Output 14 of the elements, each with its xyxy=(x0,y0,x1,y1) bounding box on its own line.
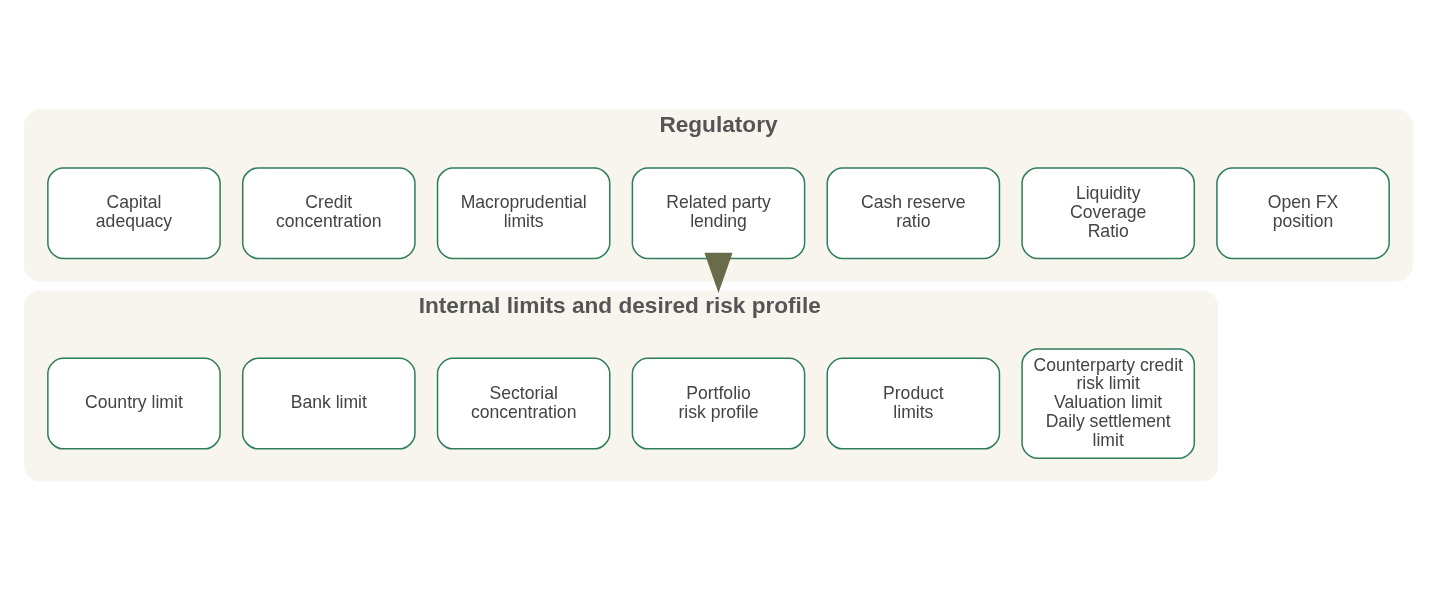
node-box: Related party lending xyxy=(631,166,806,259)
node-box: Product limits xyxy=(826,357,1001,450)
node-box: Counterparty credit risk limit Valuation limit Daily settlement limit xyxy=(1021,347,1196,459)
node-box: Sectorial concentration xyxy=(436,357,611,450)
node-box: Bank limit xyxy=(241,357,416,450)
node-box: Macroprudential limits xyxy=(436,166,611,259)
node-box: Liquidity Coverage Ratio xyxy=(1021,166,1196,259)
node-box: Cash reserve ratio xyxy=(826,166,1001,259)
arrow xyxy=(704,252,733,293)
node-box: Open FX position xyxy=(1216,166,1390,259)
node-box: Portfolio risk profile xyxy=(631,357,806,450)
node-box: Credit concentration xyxy=(241,166,416,259)
node-box: Capital adequacy xyxy=(47,166,221,259)
node-box: Country limit xyxy=(47,357,221,450)
